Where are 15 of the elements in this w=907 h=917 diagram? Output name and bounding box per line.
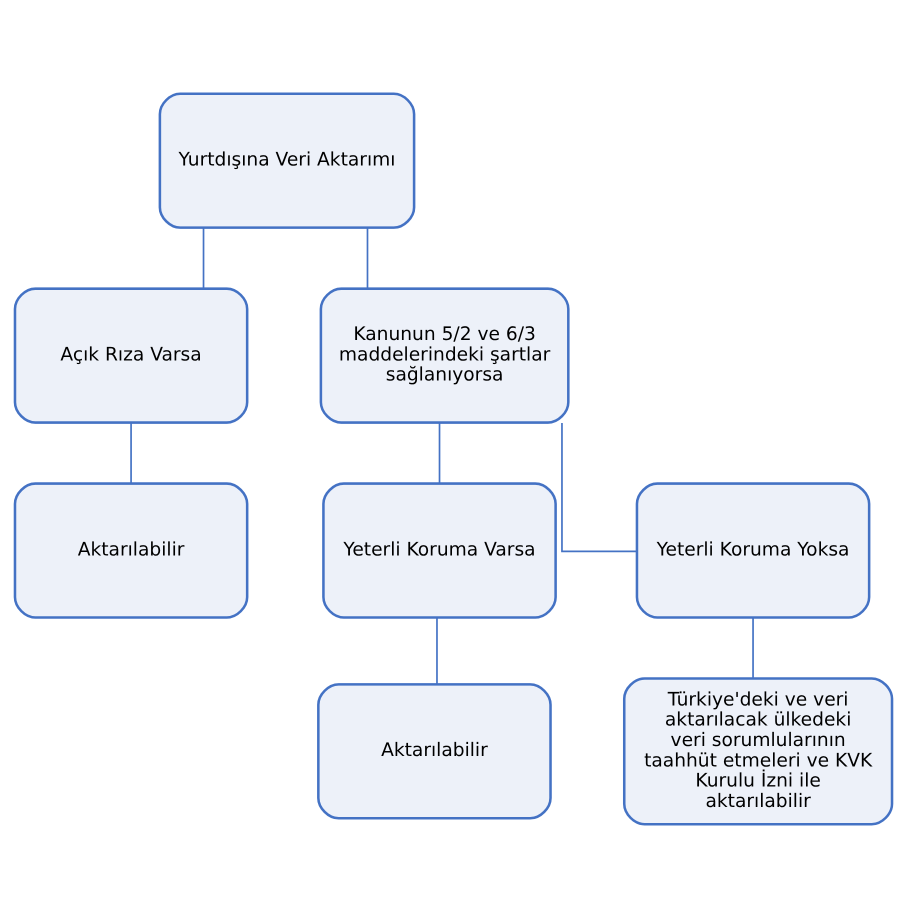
- connector: [561, 422, 637, 552]
- node-box: Yeterli Koruma Varsa: [322, 482, 557, 618]
- connector: [366, 227, 368, 288]
- node-box: Açık Rıza Varsa: [14, 286, 248, 424]
- connector: [436, 617, 438, 684]
- connector: [752, 617, 754, 678]
- connector: [438, 422, 440, 483]
- connector: [130, 422, 132, 483]
- node-box: Aktarılabilir: [317, 682, 552, 820]
- node-box: Yurtdışına Veri Aktarımı: [158, 92, 416, 228]
- node-box: Kanunun 5/2 ve 6/3 maddelerindeki şartlar sağlanıyorsa: [320, 286, 570, 424]
- node-box: Türkiye'deki ve veri aktarılacak ülkedeki veri sorumlularının taahhüt etmeleri ve KVK Kurulu İzni ile aktarılabilir: [622, 676, 894, 825]
- node-box: Aktarılabilir: [14, 482, 248, 618]
- connector: [202, 227, 204, 288]
- node-box: Yeterli Koruma Yoksa: [636, 482, 870, 618]
